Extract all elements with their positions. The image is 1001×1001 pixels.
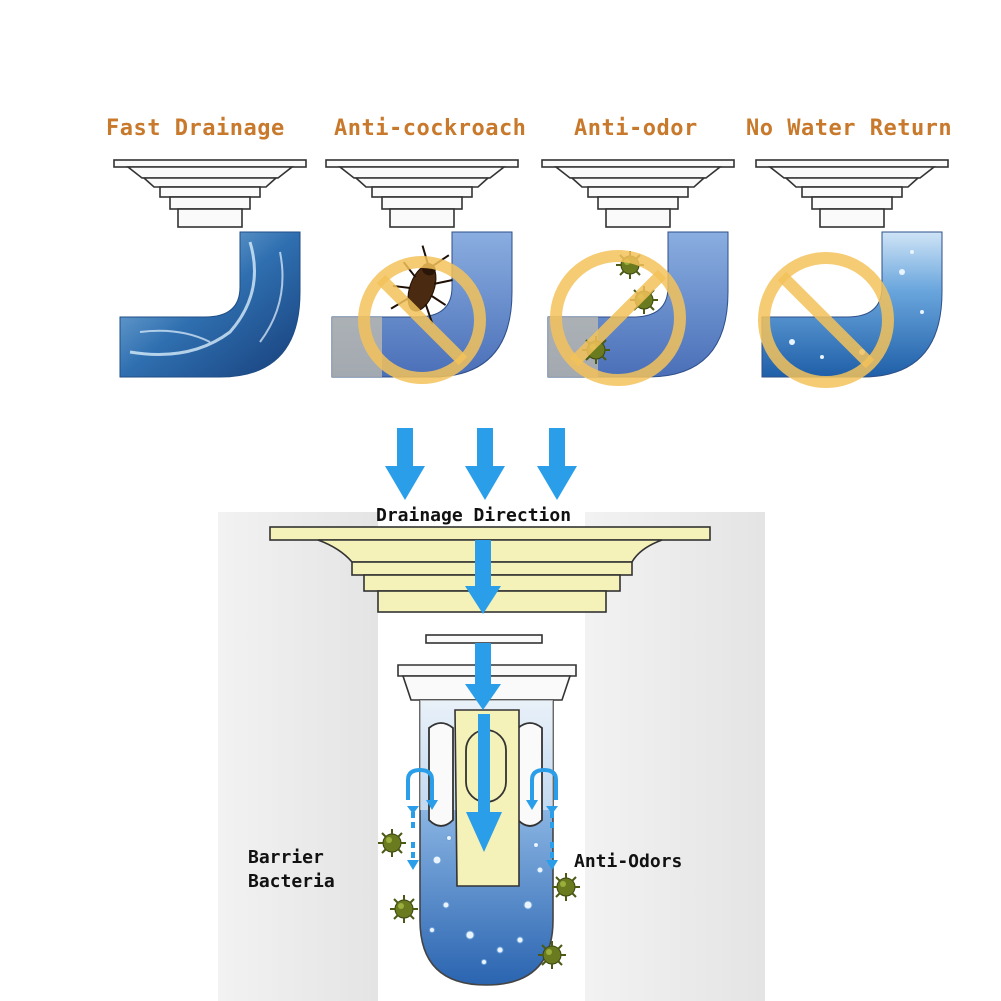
germ-icon <box>551 872 581 902</box>
flow-arrow-icon <box>465 540 502 852</box>
bacteria-label: Bacteria <box>248 871 335 892</box>
side-flow-arrows <box>406 767 558 860</box>
panel-fast-drainage <box>113 159 307 378</box>
germ-icon <box>537 940 567 970</box>
feature-label-no-water-return: No Water Return <box>746 116 953 141</box>
prohibit-icon <box>550 250 686 386</box>
drainage-arrow-icon <box>465 428 505 500</box>
germ-icon <box>389 894 419 924</box>
cross-section-diagram <box>218 512 765 1001</box>
anti-odors-label: Anti-Odors <box>574 851 683 872</box>
panel-anti-cockroach <box>325 159 519 384</box>
drainage-direction-label: Drainage Direction <box>376 505 572 526</box>
drainage-arrow-icon <box>385 428 425 500</box>
drainage-arrow-icon <box>537 428 577 500</box>
barrier-label: Barrier <box>248 847 324 868</box>
feature-label-anti-cockroach: Anti-cockroach <box>334 116 527 141</box>
prohibit-icon <box>758 252 894 388</box>
prohibit-icon <box>358 256 486 384</box>
feature-label-anti-odor: Anti-odor <box>574 116 698 141</box>
panel-no-water-return <box>755 159 949 388</box>
feature-label-fast-drainage: Fast Drainage <box>106 116 285 141</box>
germ-icon <box>377 828 407 858</box>
panel-anti-odor <box>541 159 735 386</box>
